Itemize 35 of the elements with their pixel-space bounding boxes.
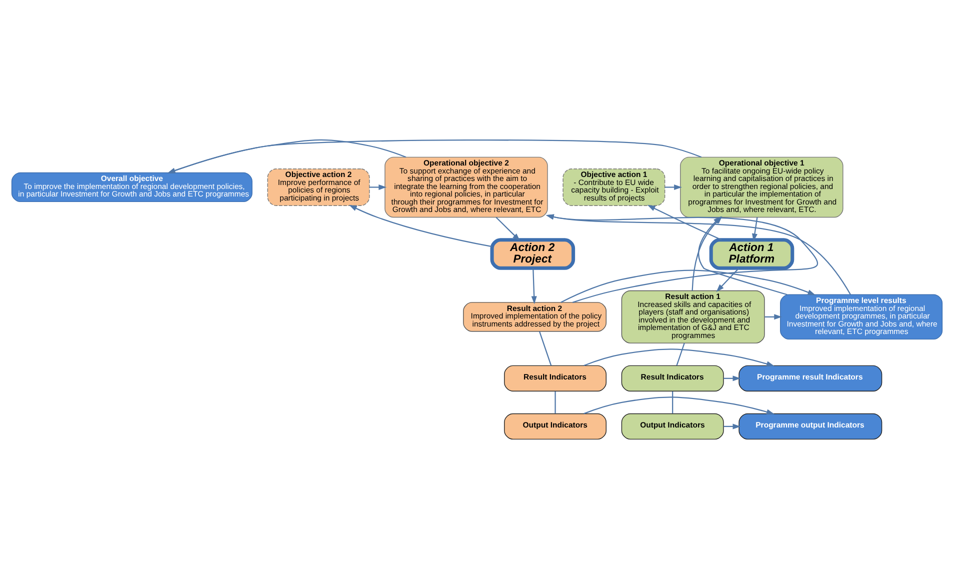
connector — [672, 390, 674, 413]
connector — [554, 390, 556, 413]
node-box: Overall objective To improve the implementation of regional development policies, in particular Investment for Growth and Jobs and ETC programmes — [11, 172, 252, 202]
arrow — [370, 184, 387, 190]
node-box: Programme level results Improved implementation of regional development programmes, in particular Investment for Growth and Jobs and, where relevant, ETC programmes — [780, 294, 943, 340]
node-box: Result action 1 Increased skills and capacities of players (staff and organisations) involved in the development and implementation of G&J and ETC programmes — [621, 290, 765, 343]
arrow — [665, 184, 682, 190]
node-box: Action 1 Platform — [709, 238, 794, 270]
arrow — [724, 375, 741, 381]
node-box: Result Indicators — [621, 364, 724, 391]
arrow — [752, 216, 758, 242]
node-box: Operational objective 2 To support exchange of experience and sharing of practices with the aim to integrate the learning from the cooperation into regional policies, in particular through their programmes for Investment for Growth and Jobs and, where relevant, ETC — [384, 156, 548, 218]
arrow — [167, 139, 702, 173]
node-box: Result action 2 Improved implementation of the policy instruments addressed by the project — [463, 302, 606, 332]
connector — [676, 342, 685, 366]
node-box: Output Indicators — [621, 412, 724, 440]
node-box: Operational objective 1 To facilitate ongoing EU-wide policy learning and capitalisation of practices in order to strengthen regional policies, and in particular the implementation of programmes for Investment for Growth and Jobs and, where relevant, ETC. — [680, 156, 844, 218]
node-box: Programme result Indicators — [738, 364, 882, 391]
arrow — [724, 423, 741, 429]
arrow — [584, 348, 774, 366]
connector — [539, 330, 552, 366]
arrow — [764, 314, 782, 320]
arrow — [531, 268, 537, 304]
node-box: Objective action 2 Improve performance of policies of regions participating in projects — [267, 168, 370, 206]
arrow — [716, 267, 740, 292]
node-box: Output Indicators — [504, 412, 606, 440]
arrow — [167, 138, 406, 173]
node-box: Objective action 1 - Contribute to EU wide capacity building - Exploit results of projects — [562, 168, 666, 206]
arrow — [348, 204, 492, 247]
arrow — [496, 216, 520, 241]
node-box: Result Indicators — [504, 364, 606, 391]
node-box: Action 2 Project — [490, 238, 576, 270]
arrow — [560, 269, 816, 302]
arrow — [584, 396, 774, 414]
node-box: Programme output Indicators — [738, 412, 882, 440]
